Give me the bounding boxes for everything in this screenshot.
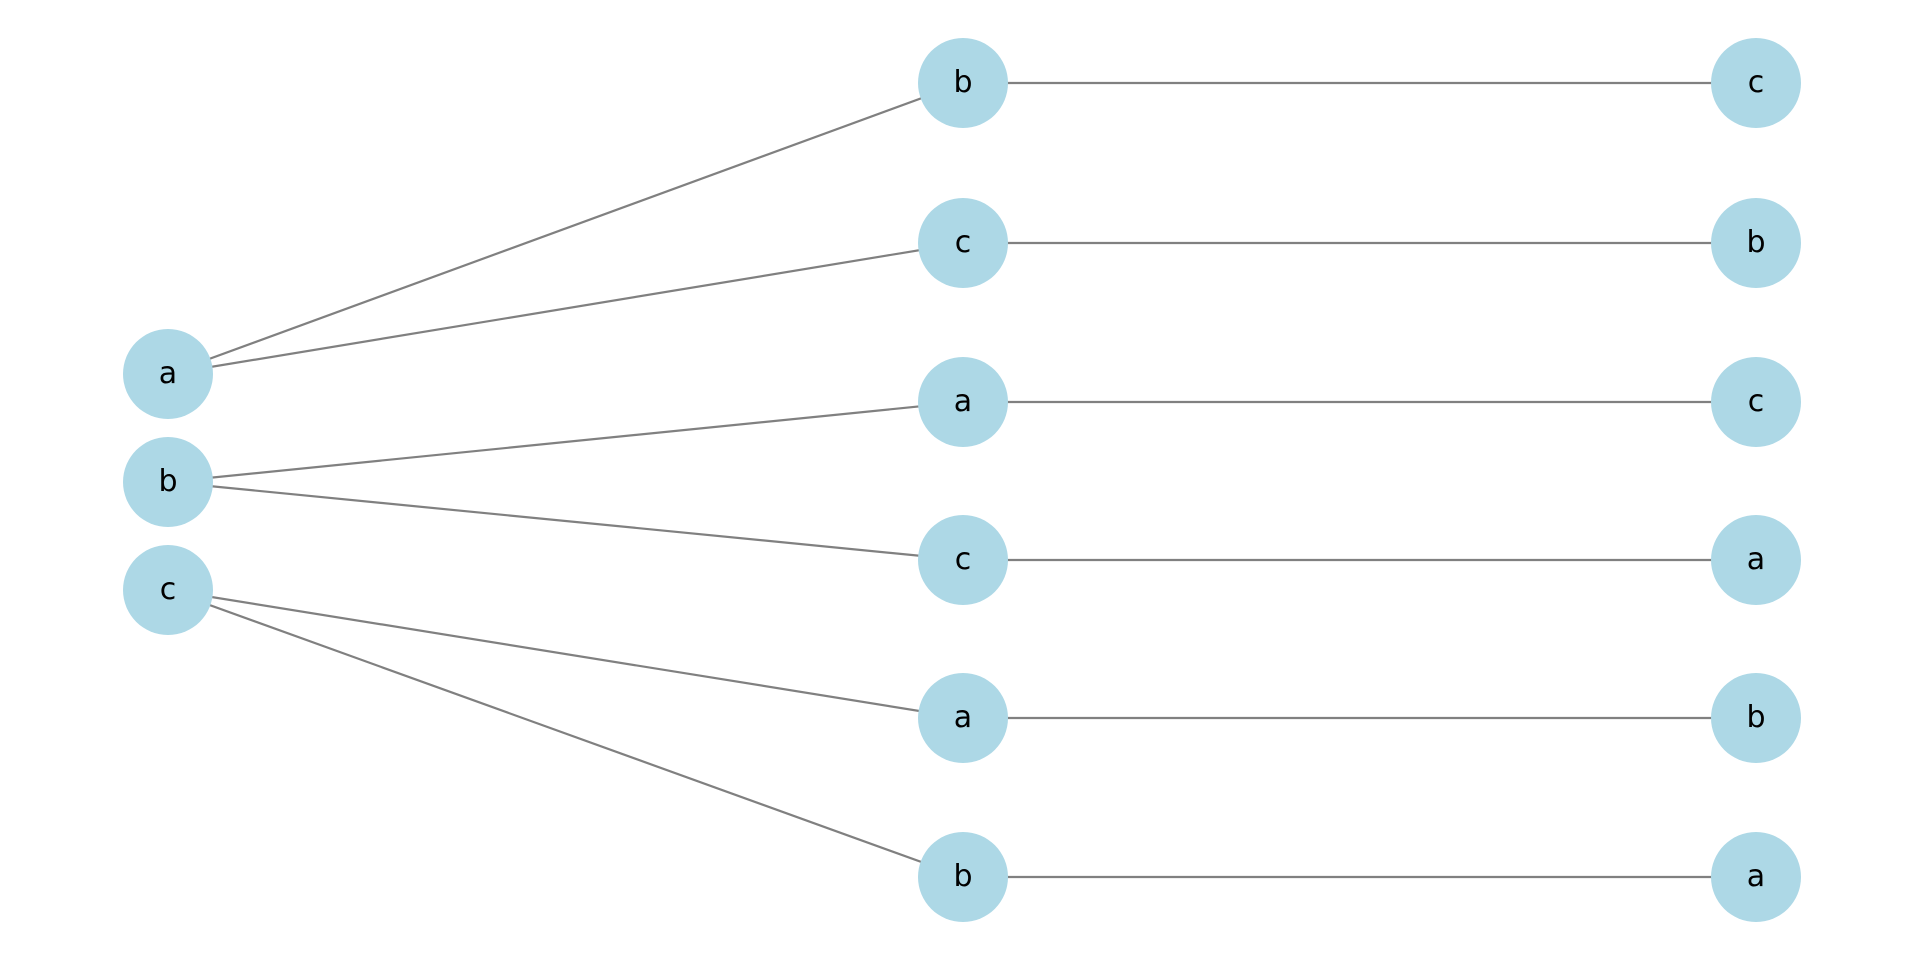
graph-node-label: b <box>953 65 973 100</box>
graph-node-label: a <box>1746 859 1766 894</box>
graph-node-label: a <box>953 700 973 735</box>
graph-edge <box>167 400 964 484</box>
graph-node-label: b <box>953 859 973 894</box>
graph-edge <box>167 480 964 562</box>
graph-node[interactable]: b <box>1711 673 1801 763</box>
graph-node[interactable]: b <box>1711 198 1801 288</box>
graph-node-label: c <box>1747 65 1765 100</box>
graph-node-label: c <box>159 572 177 607</box>
graph-node-label: b <box>1746 225 1766 260</box>
graph-edge <box>167 588 964 720</box>
graph-node-label: a <box>953 384 973 419</box>
graph-node[interactable]: b <box>123 437 213 527</box>
graph-edge <box>167 588 964 879</box>
graph-node[interactable]: a <box>1711 832 1801 922</box>
graph-node-label: b <box>1746 700 1766 735</box>
graph-edge <box>167 241 964 376</box>
graph-node[interactable]: a <box>123 329 213 419</box>
graph-node-label: a <box>1746 542 1766 577</box>
graph-node[interactable]: b <box>918 832 1008 922</box>
graph-node[interactable]: c <box>918 515 1008 605</box>
graph-node[interactable]: c <box>123 545 213 635</box>
graph-node[interactable]: a <box>918 357 1008 447</box>
graph-node[interactable]: b <box>918 38 1008 128</box>
graph-node-label: a <box>158 356 178 391</box>
graph-node[interactable]: c <box>918 198 1008 288</box>
graph-node[interactable]: a <box>918 673 1008 763</box>
graph-node[interactable]: a <box>1711 515 1801 605</box>
graph-node[interactable]: c <box>1711 38 1801 128</box>
graph-node-label: c <box>954 225 972 260</box>
graph-node-label: b <box>158 464 178 499</box>
graph-edge <box>167 81 964 376</box>
graph-node-label: c <box>954 542 972 577</box>
graph-node[interactable]: c <box>1711 357 1801 447</box>
graph-node-label: c <box>1747 384 1765 419</box>
